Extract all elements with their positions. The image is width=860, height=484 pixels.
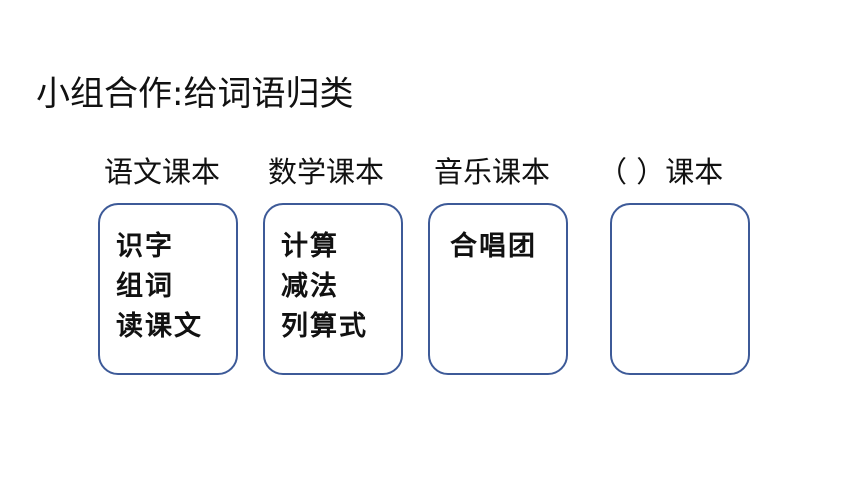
word-item: 组词 [116, 271, 174, 302]
category-header-blank: （ ）课本 [598, 155, 724, 189]
word-item: 读课文 [116, 311, 203, 342]
word-item: 减法 [281, 271, 339, 302]
word-item: 识字 [116, 231, 174, 262]
category-header-chinese: 语文课本 [104, 155, 221, 189]
category-box-math: 计算 减法 列算式 [263, 203, 403, 375]
word-item: 计算 [281, 231, 339, 262]
category-box-blank [610, 203, 750, 375]
word-item: 列算式 [281, 311, 368, 342]
category-header-math: 数学课本 [268, 155, 385, 189]
word-list: 识字 组词 读课文 [116, 227, 203, 347]
word-item: 合唱团 [450, 231, 537, 262]
category-header-music: 音乐课本 [434, 155, 551, 189]
category-box-music: 合唱团 [428, 203, 568, 375]
page-title: 小组合作:给词语归类 [36, 74, 354, 114]
word-list: 计算 减法 列算式 [281, 227, 368, 347]
category-box-chinese: 识字 组词 读课文 [98, 203, 238, 375]
word-list: 合唱团 [450, 227, 537, 267]
